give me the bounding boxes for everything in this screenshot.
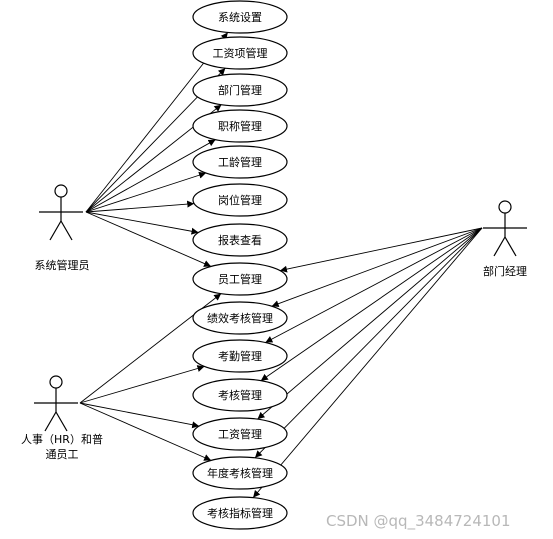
- actor-leg-right: [60, 220, 73, 241]
- association-manager-uc12: [257, 227, 483, 420]
- use-case-ellipse: [192, 378, 288, 412]
- actor-head: [49, 375, 63, 389]
- use-case-ellipse: [192, 301, 288, 335]
- use-case-uc8: 员工管理: [192, 262, 288, 296]
- actor-leg-left: [493, 236, 506, 257]
- actor-head: [54, 184, 68, 198]
- use-case-ellipse: [192, 183, 288, 217]
- use-case-uc4: 职称管理: [192, 109, 288, 143]
- use-case-label: 部门管理: [218, 83, 262, 97]
- association-hr-uc12: [79, 402, 200, 429]
- use-case-uc10: 考勤管理: [192, 339, 288, 373]
- use-case-label: 工资管理: [218, 427, 262, 441]
- association-admin-uc8: [85, 211, 212, 267]
- use-case-uc12: 工资管理: [192, 417, 288, 451]
- use-case-label: 考勤管理: [218, 349, 262, 363]
- association-manager-uc8: [279, 227, 483, 273]
- use-case-ellipse: [192, 109, 288, 143]
- actor-leg-right: [504, 236, 517, 257]
- use-case-uc5: 工龄管理: [192, 145, 288, 179]
- actor-leg-left: [44, 411, 57, 432]
- association-admin-uc7: [85, 211, 199, 235]
- association-manager-uc13: [254, 227, 483, 459]
- actor-label: 人事（HR）和普: [21, 432, 103, 446]
- use-case-ellipse: [192, 0, 288, 34]
- use-case-label: 绩效考核管理: [207, 311, 273, 325]
- use-case-label: 考核管理: [218, 388, 262, 402]
- association-hr-uc13: [79, 402, 212, 461]
- use-case-label: 考核指标管理: [207, 506, 273, 520]
- use-case-label: 报表查看: [218, 233, 262, 247]
- use-case-ellipse: [192, 73, 288, 107]
- use-case-label: 职称管理: [218, 119, 262, 133]
- actor-label: 通员工: [46, 448, 79, 461]
- actor-manager: 部门经理: [483, 200, 527, 278]
- use-case-ellipse: [192, 456, 288, 490]
- use-case-label: 年度考核管理: [207, 466, 273, 480]
- use-case-ellipse: [192, 145, 288, 179]
- watermark: CSDN @qq_3484724101: [326, 512, 511, 531]
- use-case-uc7: 报表查看: [192, 223, 288, 257]
- use-case-uc9: 绩效考核管理: [192, 301, 288, 335]
- association-manager-uc14: [252, 227, 483, 498]
- use-case-uc3: 部门管理: [192, 73, 288, 107]
- association-admin-uc6: [85, 200, 195, 213]
- actor-label: 部门经理: [483, 264, 527, 278]
- use-case-label: 系统设置: [218, 11, 262, 24]
- use-case-group: 系统设置工资项管理部门管理职称管理工龄管理岗位管理报表查看员工管理绩效考核管理考…: [192, 0, 288, 530]
- use-case-uc2: 工资项管理: [192, 36, 288, 70]
- association-lines: [79, 32, 483, 498]
- use-case-ellipse: [192, 496, 288, 530]
- actor-head: [498, 200, 512, 214]
- use-case-label: 工龄管理: [218, 155, 262, 169]
- actor-leg-right: [55, 411, 68, 432]
- use-case-ellipse: [192, 262, 288, 296]
- use-case-label: 工资项管理: [213, 46, 268, 60]
- association-hr-uc10: [79, 365, 205, 404]
- association-admin-uc5: [85, 171, 207, 213]
- use-case-uc13: 年度考核管理: [192, 456, 288, 490]
- actor-leg-left: [49, 220, 62, 241]
- use-case-ellipse: [192, 339, 288, 373]
- association-manager-uc9: [271, 227, 483, 308]
- use-case-ellipse: [192, 223, 288, 257]
- association-manager-uc11: [260, 227, 483, 382]
- use-case-ellipse: [192, 417, 288, 451]
- use-case-ellipse: [192, 36, 288, 70]
- use-case-uc14: 考核指标管理: [192, 496, 288, 530]
- association-manager-uc10: [265, 227, 483, 343]
- use-case-uc11: 考核管理: [192, 378, 288, 412]
- use-case-label: 岗位管理: [218, 193, 262, 207]
- actor-label: 系统管理员: [35, 258, 90, 272]
- association-admin-uc4: [85, 139, 216, 213]
- use-case-uc1: 系统设置: [192, 0, 288, 34]
- actor-admin: 系统管理员: [35, 184, 90, 272]
- use-case-uc6: 岗位管理: [192, 183, 288, 217]
- use-case-label: 员工管理: [218, 272, 262, 286]
